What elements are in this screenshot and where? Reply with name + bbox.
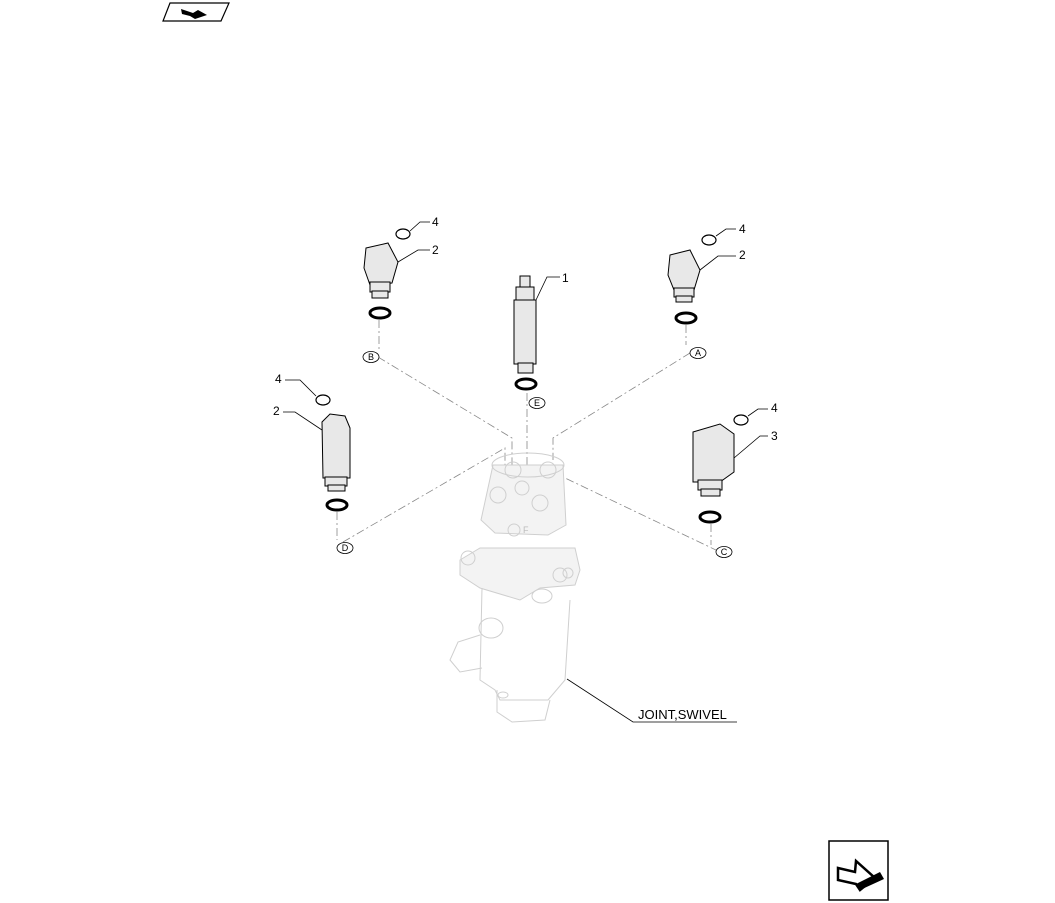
arrow-back-icon — [181, 9, 207, 19]
svg-text:E: E — [534, 398, 540, 408]
part-3-elbow-c — [692, 408, 768, 524]
o-ring-4-b — [395, 228, 411, 240]
callout-4-c: 4 — [771, 401, 778, 415]
svg-text:C: C — [721, 547, 728, 557]
port-b: B — [362, 351, 380, 363]
callout-4-b: 4 — [432, 215, 439, 229]
o-ring-d — [325, 498, 349, 512]
callout-3: 3 — [771, 429, 778, 443]
part-2-elbow-a — [667, 228, 736, 325]
port-d: D — [336, 542, 354, 554]
nav-prev-button[interactable] — [162, 2, 230, 22]
callout-4-d: 4 — [275, 372, 282, 386]
swivel-joint-label: JOINT,SWIVEL — [566, 678, 737, 723]
assembly-lines — [336, 320, 719, 552]
arrow-forward-icon — [836, 858, 884, 892]
callout-2-a: 2 — [739, 248, 746, 262]
nav-next-button[interactable] — [828, 840, 889, 901]
callout-2-d: 2 — [273, 404, 280, 418]
o-ring-c — [698, 510, 722, 524]
part-2-straight-d — [283, 379, 351, 512]
port-a: A — [689, 347, 707, 359]
callout-2-b: 2 — [432, 243, 439, 257]
port-e: E — [528, 397, 546, 409]
swivel-label-text: JOINT,SWIVEL — [638, 707, 727, 722]
callout-1: 1 — [562, 271, 569, 285]
svg-text:D: D — [342, 543, 349, 553]
part-2-elbow-b — [363, 221, 430, 320]
o-ring-4-d — [315, 394, 331, 406]
body-mark-f: F — [523, 525, 529, 535]
svg-text:B: B — [368, 352, 374, 362]
o-ring-4-c — [733, 414, 749, 426]
o-ring-4-a — [701, 234, 717, 246]
part-1-rod — [513, 275, 560, 391]
o-ring-b — [368, 306, 392, 320]
o-ring-e — [514, 377, 538, 391]
swivel-joint: F — [449, 452, 581, 723]
svg-text:A: A — [695, 348, 701, 358]
callout-4-a: 4 — [739, 222, 746, 236]
port-c: C — [715, 546, 733, 558]
o-ring-a — [674, 311, 698, 325]
